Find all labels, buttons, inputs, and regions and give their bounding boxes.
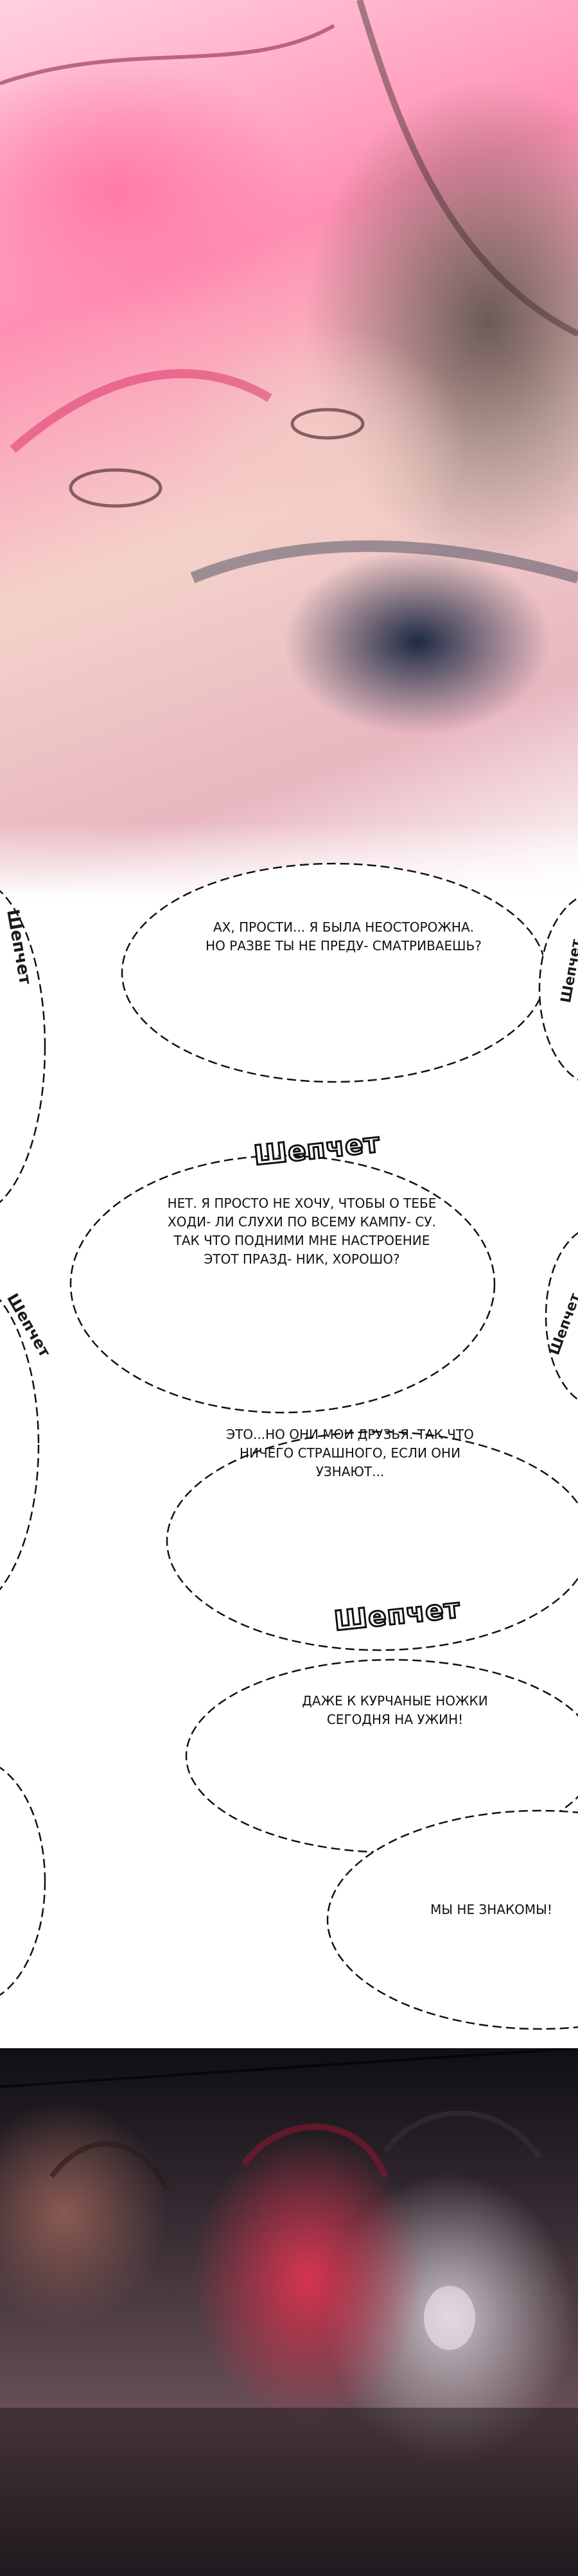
speech-bubble-right-2 [545, 1231, 578, 1401]
bottom-artwork-panel [0, 2048, 578, 2576]
speech-bubble-left-2 [0, 1298, 40, 1591]
speech-text-5: Мы не знакомы! [430, 1902, 552, 1917]
speech-text-2: Нет. Я просто не хочу, чтобы о тебе ходи… [167, 1196, 437, 1267]
speech-text-1: Ах, прости... Я была неосторожна. Но раз… [206, 919, 482, 953]
anime-artwork-lines [0, 0, 578, 584]
speech-text-3: Это...но они мои друзья. Так что ничего … [226, 1427, 474, 1479]
speech-bubble-right-1 [538, 897, 578, 1081]
speech-bubble-layer [0, 862, 578, 2030]
speech-bubble-3 [166, 1431, 578, 1651]
speech-bubble-2 [69, 1154, 496, 1414]
speech-bubble-1 [121, 862, 547, 1083]
speech-bubble-5 [326, 1809, 578, 2030]
speech-bubble-left-1 [0, 890, 46, 1203]
top-artwork-panel [0, 0, 578, 899]
anime-artwork-lines [0, 2048, 578, 2576]
speech-bubble-left-3 [0, 1766, 46, 1996]
speech-text-4: Даже к курчаные ножки сегодня на ужин! [302, 1693, 488, 1727]
